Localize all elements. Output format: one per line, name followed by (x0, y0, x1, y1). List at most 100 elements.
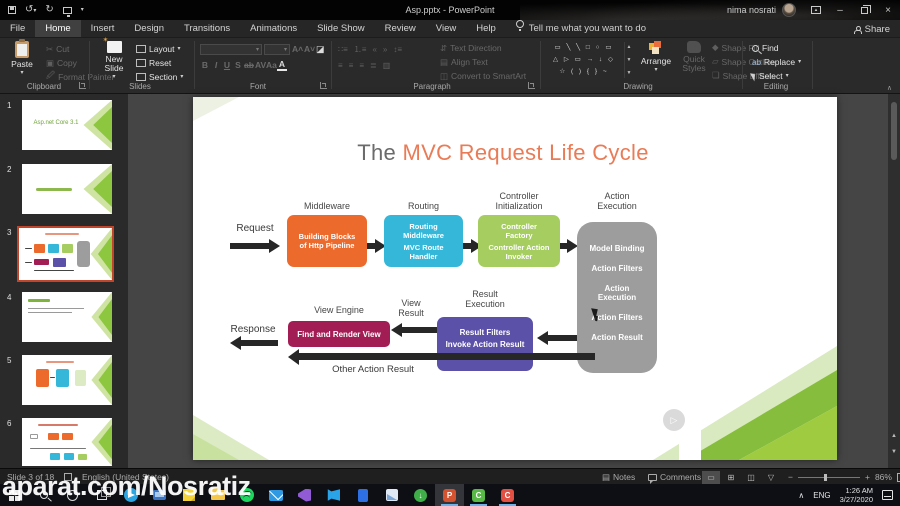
font-dialog-launcher[interactable] (320, 82, 327, 89)
zoom-out-button[interactable]: − (788, 472, 793, 482)
section-button[interactable]: Section▾ (136, 71, 183, 83)
paste-button[interactable]: Paste▾ (4, 39, 40, 81)
collapse-ribbon-icon[interactable]: ∧ (886, 85, 892, 92)
box-action-execution[interactable]: Model Binding Action Filters Action Exec… (577, 222, 657, 373)
box-result-execution[interactable]: Result Filters Invoke Action Result Resu… (437, 317, 533, 371)
tell-me-box[interactable]: Tell me what you want to do (528, 23, 646, 34)
tab-insert[interactable]: Insert (90, 23, 115, 34)
comments-button[interactable]: Comments (648, 469, 701, 485)
shapes-gallery-scroll[interactable]: ▲▼▼ (624, 42, 633, 78)
label-routing[interactable]: Routing (407, 201, 440, 211)
taskbar-camtasia[interactable]: C (464, 484, 493, 506)
zoom-level[interactable]: 86% (874, 472, 892, 482)
select-button[interactable]: Select▾ (750, 70, 789, 82)
tab-file[interactable]: File (10, 23, 26, 34)
label-action-execution[interactable]: Action Execution (597, 191, 637, 211)
minimize-button[interactable]: – (837, 4, 843, 16)
action-center-icon[interactable] (882, 490, 893, 500)
zoom-slider[interactable] (797, 473, 860, 481)
label-controller-initialization[interactable]: Controller Initialization (495, 191, 543, 211)
taskbar-mail[interactable] (261, 484, 290, 506)
label-middleware[interactable]: Middleware (303, 201, 351, 211)
tab-slideshow[interactable]: Slide Show (317, 23, 365, 34)
task-view-button[interactable] (87, 484, 116, 506)
label-request[interactable]: Request (236, 223, 274, 234)
label-response[interactable]: Response (230, 324, 276, 335)
label-result-execution[interactable]: Result Execution (465, 289, 505, 309)
thumbnail-slide-3-selected[interactable] (17, 226, 114, 282)
taskbar-sticky-notes[interactable] (174, 484, 203, 506)
taskbar-blue-app[interactable] (348, 484, 377, 506)
taskbar-photos[interactable] (377, 484, 406, 506)
proofing-icon[interactable] (64, 469, 72, 485)
share-button[interactable]: Share (853, 20, 890, 38)
reset-button[interactable]: Reset (136, 57, 171, 69)
thumbnail-slide-6[interactable] (22, 418, 112, 466)
slide-sorter-view-button[interactable]: ⊞ (727, 473, 735, 482)
customize-qat-button[interactable]: ▾ (80, 7, 84, 13)
clear-formatting-icon[interactable]: ◪ (316, 43, 325, 54)
search-button[interactable] (29, 484, 58, 506)
taskbar-visual-studio[interactable] (290, 484, 319, 506)
tab-design[interactable]: Design (134, 23, 164, 34)
layout-button[interactable]: Layout▾ (136, 43, 181, 55)
taskbar-file-explorer[interactable] (203, 484, 232, 506)
arrow-request[interactable] (230, 243, 269, 249)
box-controller-initialization[interactable]: Controller Factory Controller Action Inv… (478, 215, 560, 267)
language-indicator[interactable]: English (United States) (82, 472, 169, 482)
taskbar-camtasia-recorder[interactable]: C (493, 484, 522, 506)
notes-button[interactable]: ▤Notes (602, 471, 636, 483)
taskbar-spotify[interactable] (232, 484, 261, 506)
save-icon[interactable] (8, 6, 16, 14)
taskbar-vscode[interactable] (319, 484, 348, 506)
thumbnail-slide-4[interactable] (22, 292, 112, 342)
next-slide-button[interactable]: ▼ (891, 449, 897, 455)
box-view-engine[interactable]: Find and Render View (288, 321, 390, 347)
new-slide-button[interactable]: New Slide▾ (96, 36, 132, 81)
scrollbar-thumb[interactable] (891, 102, 897, 160)
tab-transitions[interactable]: Transitions (184, 23, 231, 34)
tab-review[interactable]: Review (384, 23, 416, 34)
shapes-gallery[interactable]: ▭ ╲ ╲ □ ○ ▭ △ ▷ ▭ → ↓ ◇ ☆ ( ) { } ~ (553, 44, 615, 75)
cortana-button[interactable] (58, 484, 87, 506)
zoom-slider-handle[interactable] (823, 473, 827, 481)
start-button[interactable] (0, 484, 29, 506)
close-button[interactable]: × (885, 4, 891, 16)
tab-help[interactable]: Help (476, 23, 496, 34)
vertical-scrollbar[interactable]: ▲ ▼ (888, 94, 900, 468)
paragraph-dialog-launcher[interactable] (528, 82, 535, 89)
reading-view-button[interactable]: ◫ (747, 473, 755, 482)
tab-view[interactable]: View (435, 23, 457, 34)
box-routing[interactable]: Routing Middleware MVC Route Handler (384, 215, 463, 267)
tab-home[interactable]: Home (35, 20, 81, 37)
redo-button[interactable]: ↻ (45, 4, 54, 15)
thumbnail-slide-2[interactable] (22, 164, 112, 214)
thumbnail-slide-1[interactable]: Asp.net Core 3.1 (22, 100, 112, 150)
label-view-engine[interactable]: View Engine (314, 305, 364, 315)
account-avatar[interactable] (782, 3, 796, 17)
slide-editor[interactable]: The MVC Request Life Cycle Middleware Ro… (193, 97, 837, 460)
zoom-in-button[interactable]: + (864, 472, 870, 482)
arrow-other-action-result[interactable] (299, 353, 595, 360)
clipboard-dialog-launcher[interactable] (79, 82, 86, 89)
label-other-action-result[interactable]: Other Action Result (332, 364, 414, 375)
restore-button[interactable] (852, 0, 876, 20)
box-middleware[interactable]: Building Blocks of Http Pipeline (287, 215, 367, 267)
taskbar-powerpoint-active[interactable]: P (435, 484, 464, 506)
find-button[interactable]: Find (752, 42, 779, 54)
label-view-result[interactable]: View Result (398, 298, 424, 318)
taskbar-idm[interactable]: ↓ (406, 484, 435, 506)
arrange-button[interactable]: Arrange▾ (638, 41, 674, 81)
tray-language[interactable]: ENG (813, 490, 831, 500)
ribbon-display-options-icon[interactable]: ▴ (811, 6, 821, 14)
previous-slide-button[interactable]: ▲ (891, 433, 897, 439)
font-color-icon[interactable]: A (277, 59, 287, 71)
slide-title[interactable]: The MVC Request Life Cycle (303, 140, 703, 166)
show-hidden-icons[interactable]: ∧ (798, 490, 805, 500)
start-slideshow-button[interactable] (62, 6, 72, 17)
thumbnail-slide-5[interactable] (22, 355, 112, 405)
undo-button[interactable]: ↺▾ (25, 3, 37, 15)
tab-animations[interactable]: Animations (250, 23, 298, 34)
normal-view-button[interactable]: ▭ (702, 470, 720, 485)
